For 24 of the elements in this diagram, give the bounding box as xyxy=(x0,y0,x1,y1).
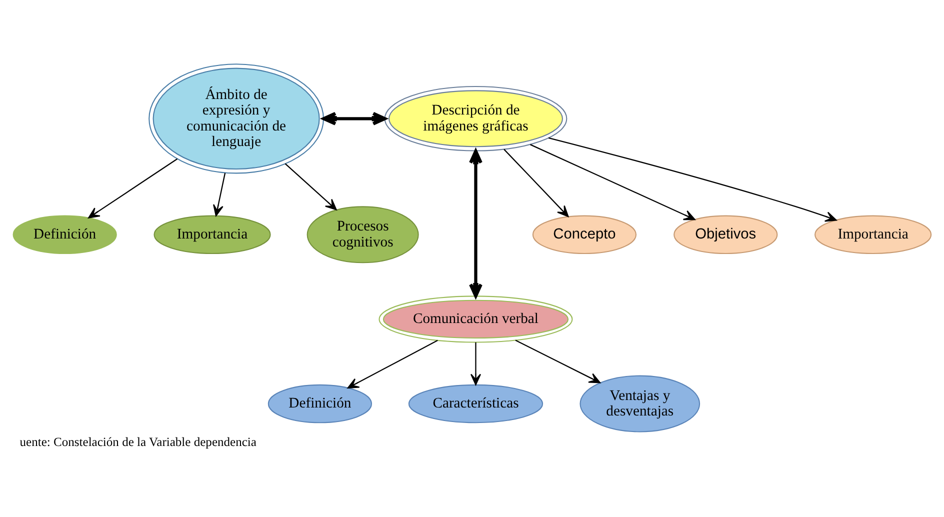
arrow xyxy=(88,158,178,218)
arrow xyxy=(530,144,696,220)
node-ellipse: Concepto xyxy=(532,214,637,254)
node-ellipse: Procesos cognitivos xyxy=(306,206,419,263)
node-ellipse: Características xyxy=(408,384,544,423)
node-ellipse: Descripción de imágenes gráficas xyxy=(384,85,568,151)
caption: uente: Constelación de la Variable dependencia xyxy=(20,434,256,449)
arrow xyxy=(347,339,438,388)
arrow xyxy=(213,172,226,216)
arrow xyxy=(504,148,569,217)
node-ellipse: Definición xyxy=(12,214,117,254)
arrow xyxy=(284,162,337,210)
arrow xyxy=(322,111,386,125)
arrow xyxy=(548,136,837,222)
arrow xyxy=(470,342,482,385)
node-ellipse: Importancia xyxy=(154,214,271,254)
node-ellipse: Objetivos xyxy=(674,214,778,254)
node-ellipse: Comunicación verbal xyxy=(378,295,573,342)
node-ellipse: Ventajas y desventajas xyxy=(580,374,700,432)
arrow xyxy=(469,149,482,298)
node-ellipse: Ámbito de expresión y comunicación de lenguaje xyxy=(148,63,324,174)
node-ellipse: Definición xyxy=(268,384,372,423)
node-ellipse: Importancia xyxy=(814,214,932,254)
arrow xyxy=(515,339,601,383)
